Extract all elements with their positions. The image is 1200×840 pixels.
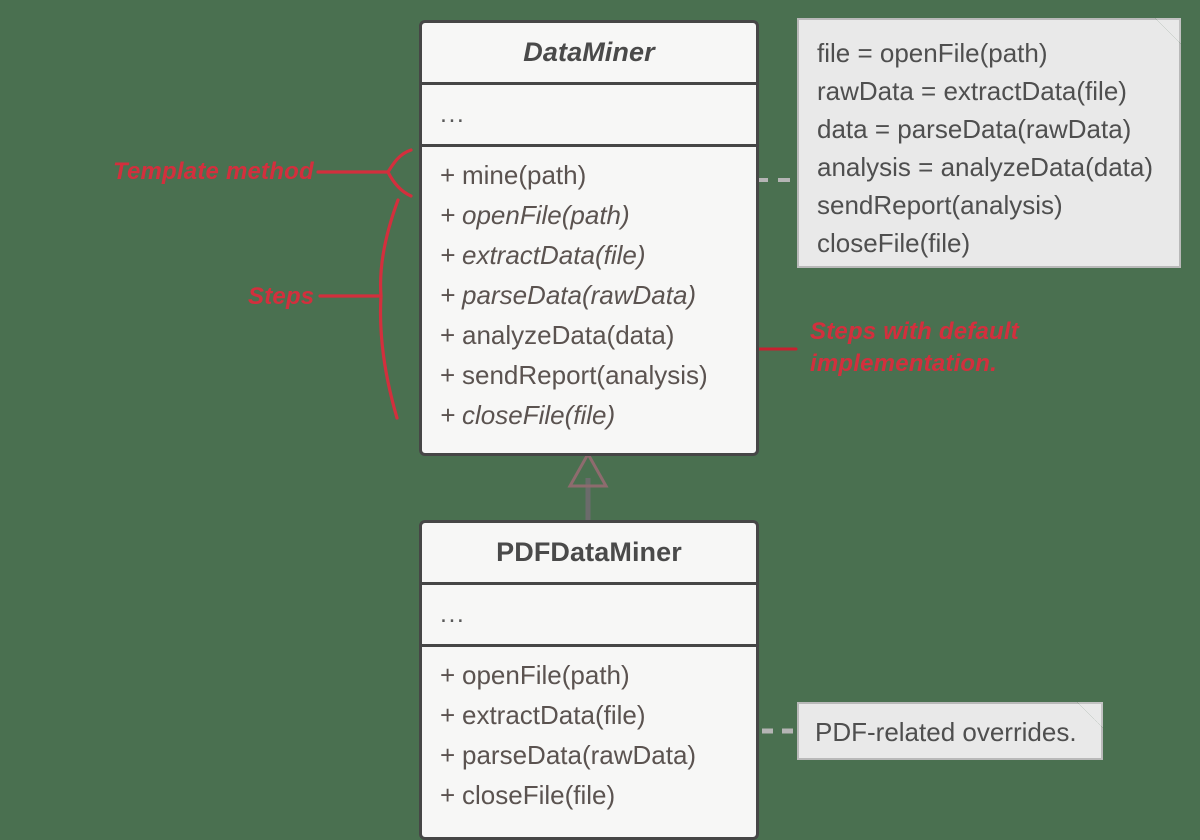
operation-closefile[interactable]: +closeFile(file) (422, 395, 756, 435)
note-line: analysis = analyzeData(data) (817, 152, 1154, 182)
operation-openfile[interactable]: +openFile(path) (422, 655, 756, 695)
class-name-dataminer: DataMiner (422, 23, 756, 85)
visibility-marker: + (440, 700, 456, 730)
note-line: rawData = extractData(file) (817, 76, 1127, 106)
annotation-template-method: Template method (113, 158, 314, 185)
visibility-marker: + (440, 400, 456, 430)
generalization-arrow (567, 450, 609, 524)
operation-signature: mine(path) (462, 160, 587, 190)
operation-signature: parseData(rawData) (462, 280, 697, 310)
note-mine-body[interactable]: file = openFile(path) rawData = extractD… (797, 18, 1181, 268)
note-line: sendReport(analysis) (817, 190, 1063, 220)
operation-signature: closeFile(file) (462, 400, 616, 430)
operation-extractdata[interactable]: +extractData(file) (422, 695, 756, 735)
template-method-brace (316, 148, 413, 198)
class-box-dataminer[interactable]: DataMiner ... +mine(path) +openFile(path… (419, 20, 759, 456)
operation-signature: analyzeData(data) (462, 320, 675, 350)
visibility-marker: + (440, 740, 456, 770)
operation-analyzedata[interactable]: +analyzeData(data) (422, 315, 756, 355)
operation-closefile[interactable]: +closeFile(file) (422, 775, 756, 815)
operation-extractdata[interactable]: +extractData(file) (422, 235, 756, 275)
operation-signature: openFile(path) (462, 660, 630, 690)
steps-brace (318, 198, 400, 420)
class-operations-pdfdataminer: +openFile(path) +extractData(file) +pars… (422, 647, 756, 825)
note-fold-corner-icon (1155, 18, 1181, 44)
visibility-marker: + (440, 780, 456, 810)
visibility-marker: + (440, 660, 456, 690)
note-body: file = openFile(path) rawData = extractD… (799, 20, 1179, 276)
operation-signature: openFile(path) (462, 200, 630, 230)
operation-parsedata[interactable]: +parseData(rawData) (422, 275, 756, 315)
operation-openfile[interactable]: +openFile(path) (422, 195, 756, 235)
note-pdf-overrides[interactable]: PDF-related overrides. (797, 702, 1103, 760)
note-line: closeFile(file) (817, 228, 971, 258)
class-attributes-pdfdataminer: ... (422, 585, 756, 647)
operation-signature: closeFile(file) (462, 780, 616, 810)
operation-signature: extractData(file) (462, 700, 646, 730)
operation-signature: extractData(file) (462, 240, 646, 270)
operation-signature: sendReport(analysis) (462, 360, 708, 390)
class-operations-dataminer: +mine(path) +openFile(path) +extractData… (422, 147, 756, 445)
note-body: PDF-related overrides. (799, 704, 1101, 760)
operation-signature: parseData(rawData) (462, 740, 697, 770)
operation-parsedata[interactable]: +parseData(rawData) (422, 735, 756, 775)
note-line: file = openFile(path) (817, 38, 1048, 68)
visibility-marker: + (440, 320, 456, 350)
annotation-steps-default: Steps with default implementation. (810, 318, 1019, 377)
class-name-pdfdataminer: PDFDataMiner (422, 523, 756, 585)
class-attributes-dataminer: ... (422, 85, 756, 147)
visibility-marker: + (440, 200, 456, 230)
visibility-marker: + (440, 360, 456, 390)
visibility-marker: + (440, 280, 456, 310)
note-fold-corner-icon (1077, 702, 1103, 728)
note-text: PDF-related overrides. (815, 717, 1077, 747)
visibility-marker: + (440, 160, 456, 190)
note-line: data = parseData(rawData) (817, 114, 1132, 144)
operation-mine[interactable]: +mine(path) (422, 155, 756, 195)
annotation-steps: Steps (248, 283, 315, 310)
visibility-marker: + (440, 240, 456, 270)
operation-sendreport[interactable]: +sendReport(analysis) (422, 355, 756, 395)
class-box-pdfdataminer[interactable]: PDFDataMiner ... +openFile(path) +extrac… (419, 520, 759, 840)
